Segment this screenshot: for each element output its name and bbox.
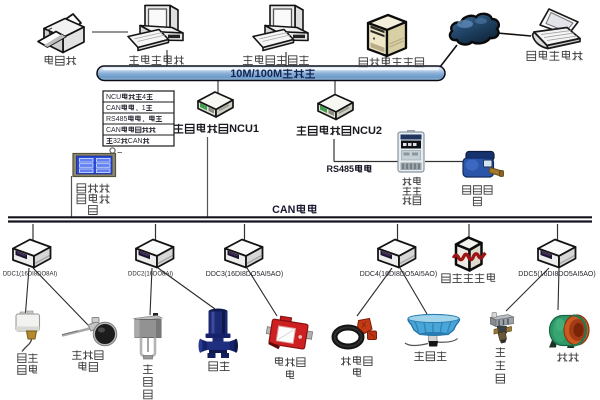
svg-text:NCU2: NCU2 <box>352 125 382 137</box>
svg-text:32: 32 <box>113 138 121 145</box>
svg-text:DDC3(16DI8DO5AI5AO): DDC3(16DI8DO5AI5AO) <box>206 271 283 278</box>
svg-text:DDC2(16DO8AI): DDC2(16DO8AI) <box>128 271 173 277</box>
svg-text:DDC1(16DI8DO8AI): DDC1(16DI8DO8AI) <box>3 271 57 277</box>
svg-text:RS485: RS485 <box>327 164 355 174</box>
svg-text:1: 1 <box>142 105 146 112</box>
svg-text:NCU1: NCU1 <box>229 123 259 135</box>
svg-text:DDC5(16DI8DO5AI5AO): DDC5(16DI8DO5AI5AO) <box>518 271 595 278</box>
svg-text:CAN: CAN <box>106 105 121 112</box>
svg-text:RS485: RS485 <box>106 116 128 123</box>
svg-text:4: 4 <box>142 94 146 101</box>
svg-text:CAN: CAN <box>128 138 143 145</box>
svg-text:CAN: CAN <box>106 127 121 134</box>
svg-text:DDC4(16DI8DO5AI5AO): DDC4(16DI8DO5AI5AO) <box>360 271 437 278</box>
svg-text:10M/100M: 10M/100M <box>230 68 282 80</box>
svg-text:CAN: CAN <box>272 204 295 216</box>
svg-text:NCU: NCU <box>106 94 121 101</box>
